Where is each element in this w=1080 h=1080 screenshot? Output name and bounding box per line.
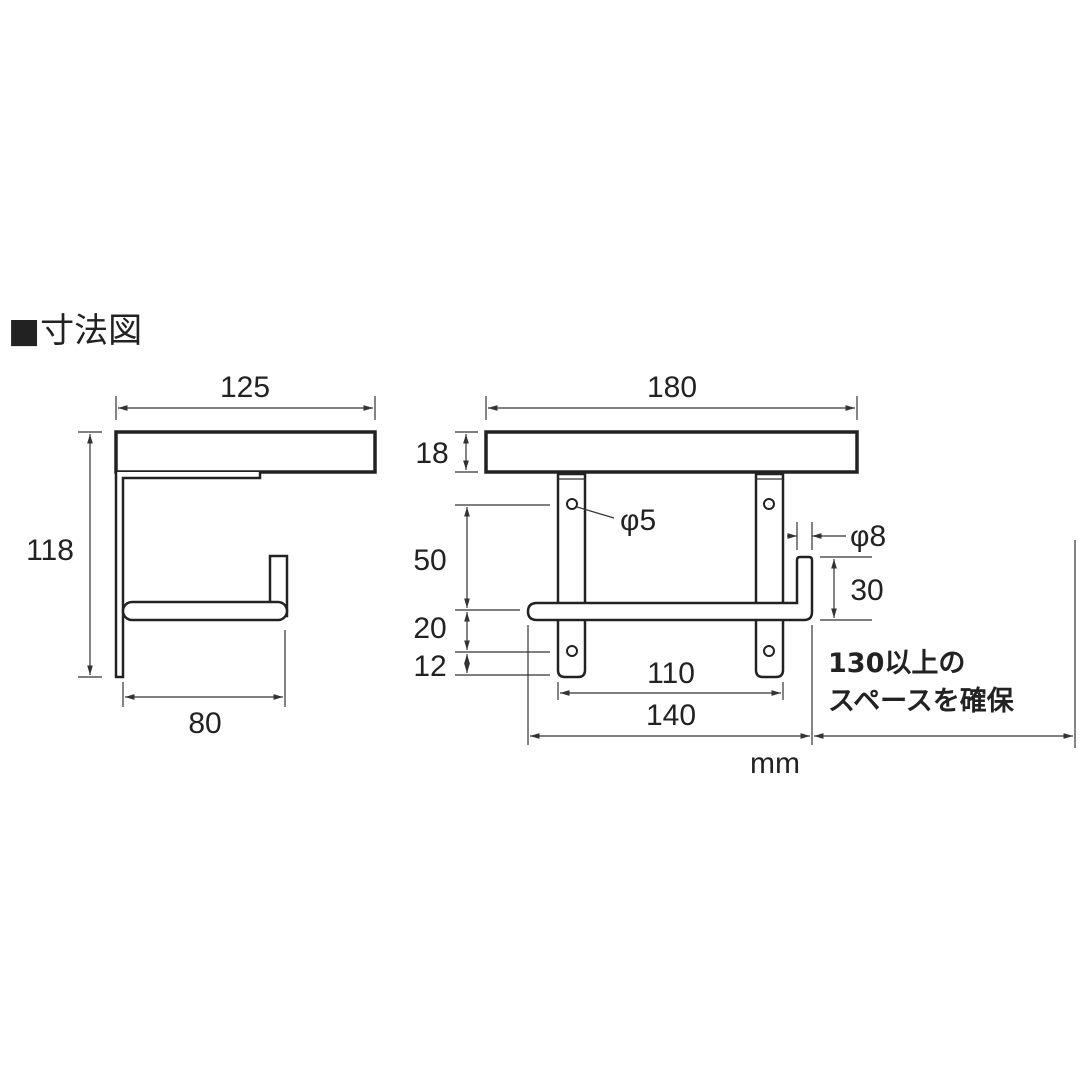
- dim-125: 125: [220, 371, 270, 404]
- dim-30: 30: [850, 574, 883, 607]
- clearance-note-line1: 130以上の: [828, 648, 965, 679]
- dim-140: 140: [646, 699, 696, 732]
- dim-110: 110: [647, 657, 695, 690]
- dim-80: 80: [188, 707, 221, 740]
- dim-18: 18: [415, 437, 448, 470]
- bracket-left: [556, 472, 587, 679]
- dim-20: 20: [413, 612, 446, 645]
- front-view: 180 18 50 20 12 φ5 φ8 30 110 140: [413, 371, 1076, 780]
- dim-180: 180: [647, 371, 697, 404]
- unit-label: mm: [750, 747, 800, 780]
- clearance-note-line2: スペースを確保: [828, 685, 1015, 717]
- dim-phi8: φ8: [850, 520, 886, 553]
- dim-118: 118: [26, 534, 74, 567]
- hole-icon: [763, 645, 775, 657]
- hole-icon: [763, 498, 775, 510]
- shelf-side: [114, 430, 377, 474]
- diagram-title: ■寸法図: [8, 311, 142, 351]
- dim-50: 50: [413, 544, 446, 577]
- roll-bar-side: [121, 600, 289, 622]
- bracket-side: [114, 472, 262, 679]
- dim-phi5: φ5: [620, 504, 656, 537]
- hole-icon: [566, 498, 578, 510]
- dim-12: 12: [413, 650, 446, 683]
- shelf-front: [484, 430, 859, 474]
- hole-icon: [566, 645, 578, 657]
- bracket-right: [754, 472, 785, 679]
- roll-bar-front: [526, 555, 814, 622]
- side-view: 125 118 80: [26, 371, 377, 740]
